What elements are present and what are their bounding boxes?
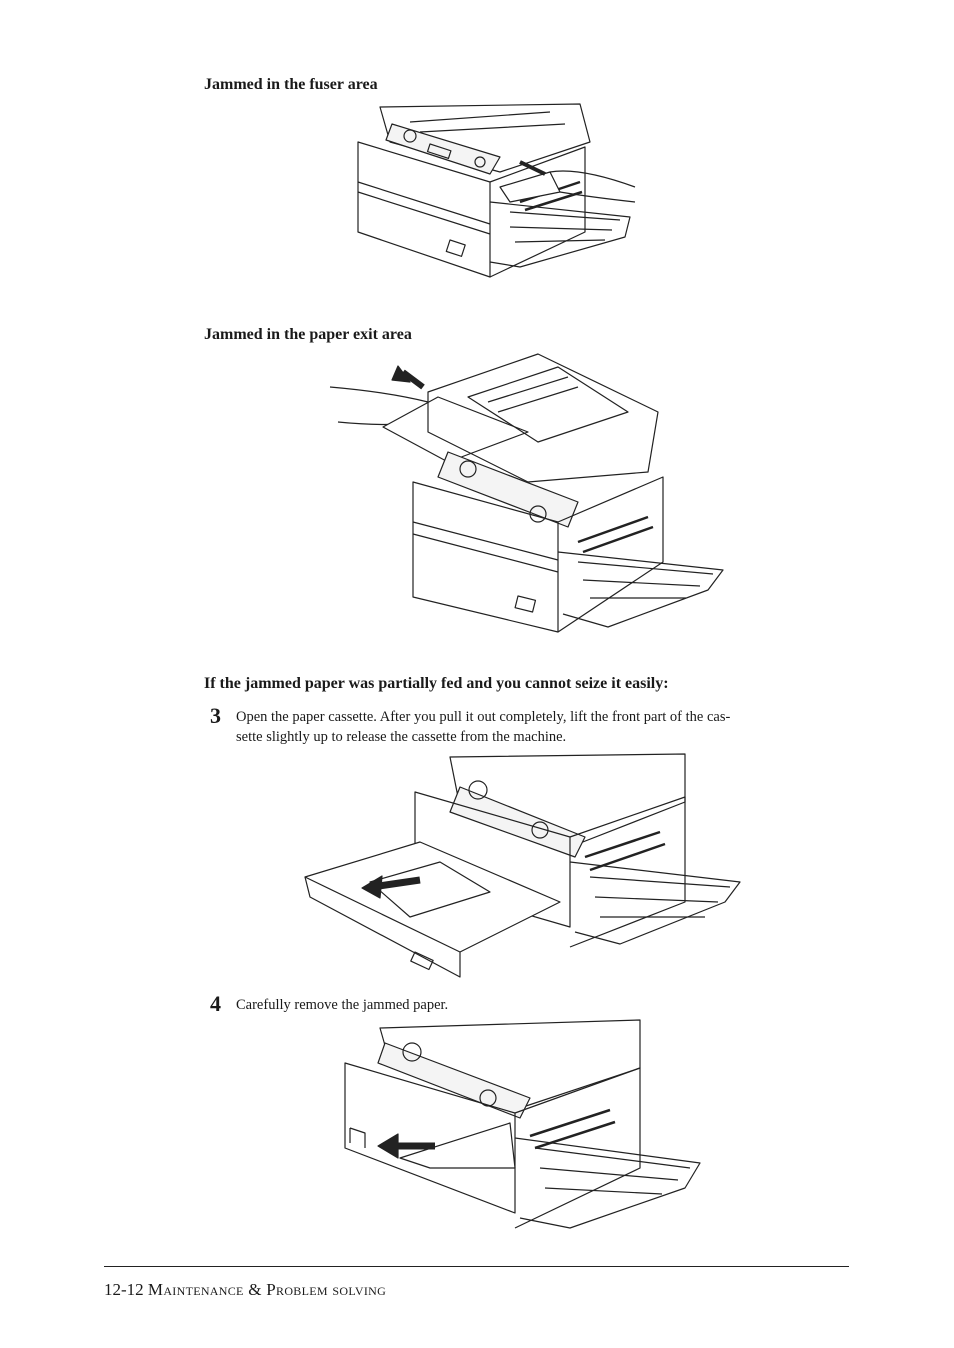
paper-cassette-removal-illustration — [304, 753, 741, 978]
figure-fuser-jam — [350, 102, 640, 282]
page-number: 12-12 — [104, 1280, 144, 1299]
figure-exit-jam — [328, 352, 728, 634]
step-number: 4 — [210, 991, 221, 1016]
step-text: Carefully remove the jammed paper. — [236, 995, 448, 1015]
step-3: 3 Open the paper cassette. After you pul… — [210, 705, 850, 749]
section-heading-exit: Jammed in the paper exit area — [204, 326, 412, 343]
machine-fuser-jam-illustration — [357, 103, 636, 278]
page-footer: 12-12 Maintenance & Problem solving — [104, 1279, 386, 1301]
figure-cassette-removal — [300, 752, 745, 978]
step-text-line: Open the paper cassette. After you pull … — [236, 709, 731, 725]
step-4: 4 Carefully remove the jammed paper. — [210, 993, 850, 1017]
step-text-line: sette slightly up to release the cassett… — [236, 729, 567, 745]
step-text: Open the paper cassette. After you pull … — [236, 707, 730, 747]
chapter-title: Maintenance & Problem solving — [147, 1280, 387, 1299]
section-heading-partial-feed: If the jammed paper was partially fed an… — [204, 675, 669, 692]
footer-rule — [104, 1266, 849, 1267]
remove-jammed-paper-illustration — [344, 1019, 701, 1229]
figure-remove-jammed-paper — [340, 1018, 705, 1230]
step-number: 3 — [210, 703, 221, 728]
section-heading-fuser: Jammed in the fuser area — [204, 76, 378, 93]
step-text-line: Carefully remove the jammed paper. — [236, 997, 449, 1013]
machine-exit-jam-illustration — [329, 353, 724, 633]
